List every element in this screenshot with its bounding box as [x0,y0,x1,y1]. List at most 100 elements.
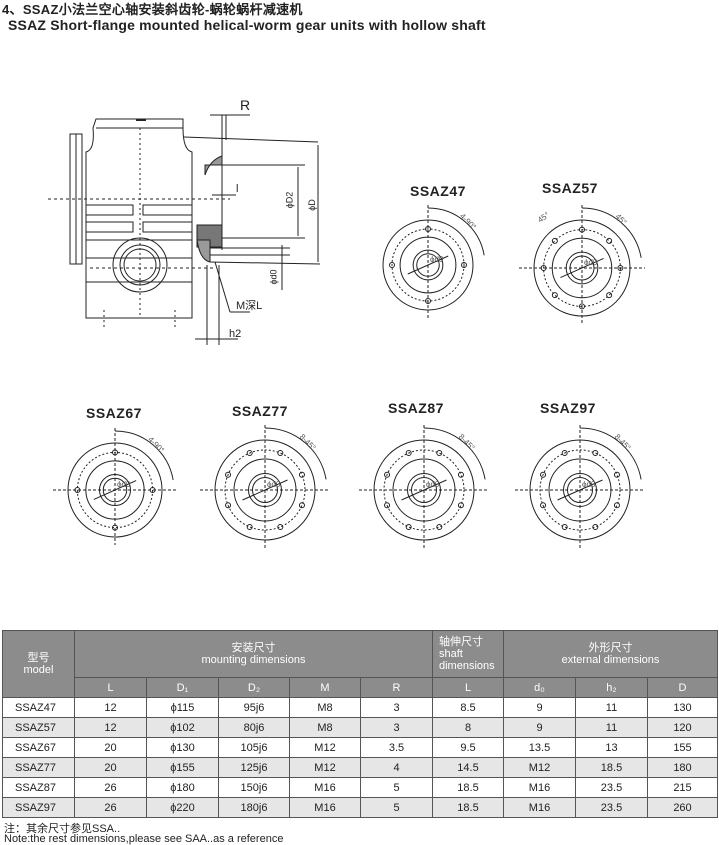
value-cell: 120 [647,717,718,738]
angle-label: 45° [614,212,629,227]
bolt-hole [457,502,464,509]
bolt-hole [298,502,305,509]
angle-arc [579,427,642,480]
bolt-hole [277,450,284,457]
bolt-hole [613,502,620,509]
value-cell: 125j6 [218,757,290,778]
value-cell: 20 [74,737,147,758]
bolt-hole [561,523,568,530]
note-en: Note:the rest dimensions,please see SAA.… [4,833,284,845]
column-header: D [647,677,718,698]
bolt-hole [579,226,585,233]
bore-label: ϕd0 [117,480,131,489]
value-cell: M12 [289,737,361,758]
value-cell: 8.5 [432,697,504,718]
flange-title: SSAZ87 [388,400,444,416]
bolt-hole [606,237,613,244]
bolt-hole [225,502,232,509]
flange-drawings: 4-90°ϕd045°45°ϕd04-90°ϕd08-45°ϕd08-45°ϕd… [53,205,645,548]
bore-dimension-arrow [401,479,447,501]
value-cell: M8 [289,697,361,718]
angle-arc [114,430,174,481]
angle-label: 8-45° [457,432,477,452]
value-cell: 20 [74,757,147,778]
bolt-hole [606,292,613,299]
bolt-hole [561,450,568,457]
bolt-hole [425,298,431,304]
value-cell: M16 [289,777,361,798]
bore-dimension-arrow [93,480,137,500]
angle-label: 8-45° [298,432,318,452]
value-cell: 18.5 [432,797,504,818]
value-cell: M16 [503,797,576,818]
bore-dimension-arrow [557,479,603,501]
value-cell: 5 [360,777,433,798]
column-header: D₁ [146,677,219,698]
angle-label: 4-90° [458,212,478,232]
bolt-hole [298,471,305,478]
angle-label: 45° [536,210,551,224]
angle-label: 4-90° [146,435,166,455]
value-cell: 95j6 [218,697,290,718]
drawing [48,114,321,345]
value-cell: 13.5 [503,737,576,758]
value-cell: 18.5 [575,757,648,778]
column-header: L [432,677,504,698]
bolt-hole [592,450,599,457]
value-cell: 5 [360,797,433,818]
column-header: M [289,677,361,698]
angle-arc [581,207,642,258]
label-l: l [236,183,239,195]
bolt-hole [436,450,443,457]
bore-label: ϕd0 [584,258,598,267]
bolt-hole [112,449,118,456]
value-cell: 26 [74,797,147,818]
angle-label: 8-45° [613,432,633,452]
flange-title: SSAZ67 [86,405,142,421]
side-view [48,114,321,345]
value-cell: 26 [74,777,147,798]
bolt-hole [579,303,585,310]
label-M: M深L [236,300,263,312]
title-en: SSAZ Short-flange mounted helical-worm g… [8,17,486,33]
bolt-hole [457,471,464,478]
value-cell: 9 [503,717,576,738]
value-cell: 23.5 [575,777,648,798]
bolt-circle [76,451,154,529]
value-cell: 11 [575,717,648,738]
column-header: D₂ [218,677,290,698]
bolt-hole [592,523,599,530]
angle-arc [423,427,486,480]
bolt-hole [540,265,547,271]
value-cell: M12 [289,757,361,778]
bolt-hole [149,487,156,493]
value-cell: 8 [432,717,504,738]
angle-arc [427,207,485,256]
bolt-hole [384,471,391,478]
note-cn: 注：其余尺寸参见SSA.. [4,823,121,835]
bore-label: ϕd0 [582,480,596,489]
label-R: R [240,97,251,113]
value-cell: ϕ180 [146,777,219,798]
value-cell: 18.5 [432,777,504,798]
model-cell: SSAZ67 [2,737,75,758]
flange-title: SSAZ57 [542,180,598,196]
column-header: L [74,677,147,698]
bolt-hole [613,471,620,478]
value-cell: 180 [647,757,718,778]
value-cell: 130 [647,697,718,718]
value-cell: ϕ155 [146,757,219,778]
model-cell: SSAZ57 [2,717,75,738]
bolt-hole [246,450,253,457]
value-cell: 260 [647,797,718,818]
value-cell: 12 [74,697,147,718]
bore-dimension-arrow [407,255,449,275]
model-cell: SSAZ47 [2,697,75,718]
value-cell: 3 [360,717,433,738]
model-cell: SSAZ77 [2,757,75,778]
